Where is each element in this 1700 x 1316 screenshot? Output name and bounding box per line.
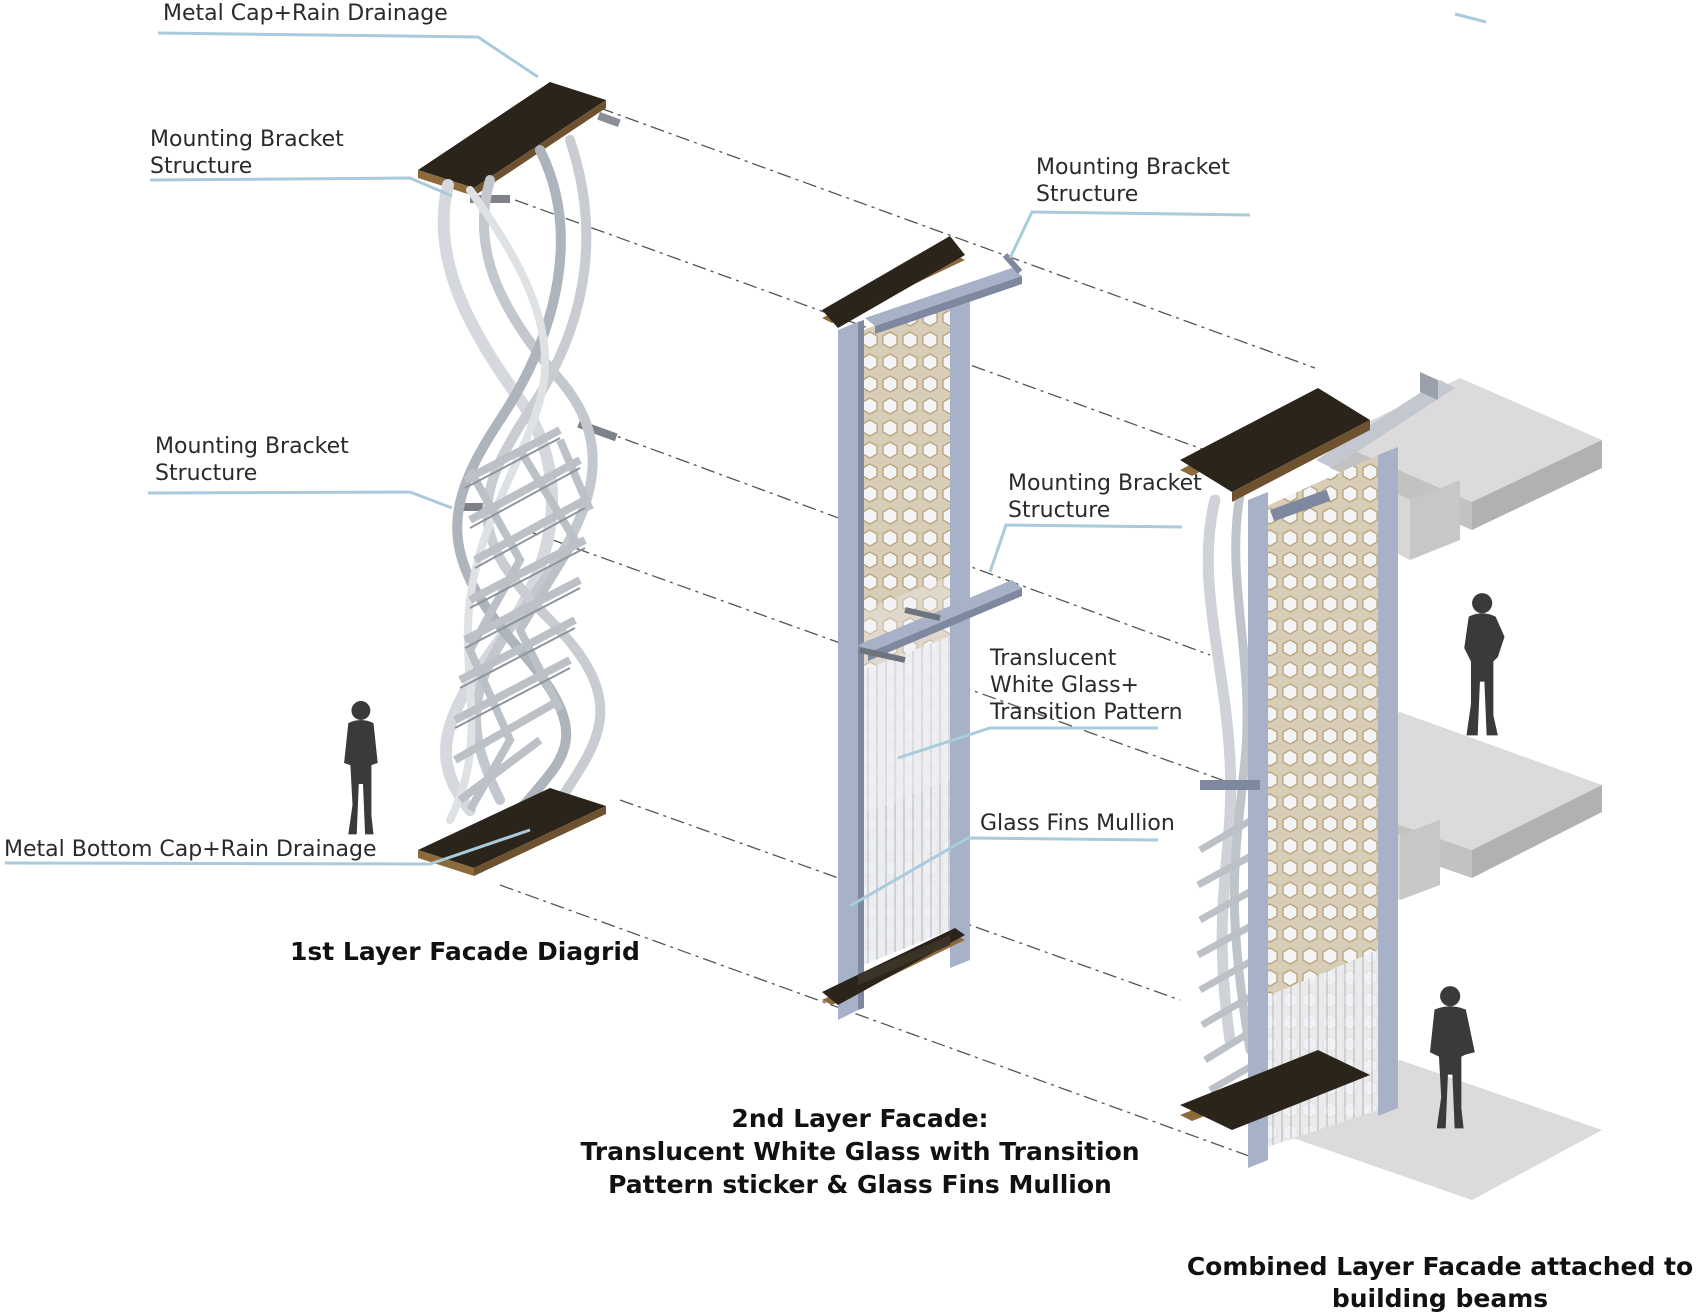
person-silhouette-icon	[344, 701, 378, 835]
label-bracket-right-mid-line2: Structure	[1008, 498, 1111, 523]
diagrid-layer	[418, 82, 621, 876]
label-bottom-cap: Metal Bottom Cap+Rain Drainage	[4, 837, 377, 862]
label-bracket-top-line2: Structure	[150, 154, 253, 179]
caption-layer2-line3: Pattern sticker & Glass Fins Mullion	[608, 1170, 1112, 1199]
label-bracket-right-mid-line1: Mounting Bracket	[1008, 471, 1202, 496]
combined-layer	[1180, 372, 1602, 1200]
label-bracket-top-line1: Mounting Bracket	[150, 127, 344, 152]
label-bracket-right-top-line1: Mounting Bracket	[1036, 155, 1230, 180]
label-glass-line1: Translucent	[990, 646, 1117, 671]
person-silhouette-icon	[1464, 593, 1505, 736]
label-glass-line3: Transition Pattern	[990, 700, 1183, 725]
caption-layer1: 1st Layer Facade Diagrid	[290, 937, 640, 966]
caption-layer2-line2: Translucent White Glass with Transition	[580, 1137, 1140, 1166]
person-silhouette-icon	[1430, 986, 1475, 1129]
label-bracket-right-top-line2: Structure	[1036, 182, 1139, 207]
leader-lines	[4, 12, 1487, 908]
caption-layer2-line1: 2nd Layer Facade:	[731, 1104, 989, 1133]
label-glass-line2: White Glass+	[990, 673, 1139, 698]
label-metal-cap: Metal Cap+Rain Drainage	[163, 1, 448, 26]
label-bracket-mid-line2: Structure	[155, 461, 258, 486]
label-glass-fins: Glass Fins Mullion	[980, 811, 1175, 836]
label-bracket-mid-line1: Mounting Bracket	[155, 434, 349, 459]
glass-layer	[822, 236, 1023, 1020]
caption-combined-line2: building beams	[1331, 1284, 1549, 1313]
caption-combined-line1: Combined Layer Facade attached to	[1186, 1252, 1694, 1281]
